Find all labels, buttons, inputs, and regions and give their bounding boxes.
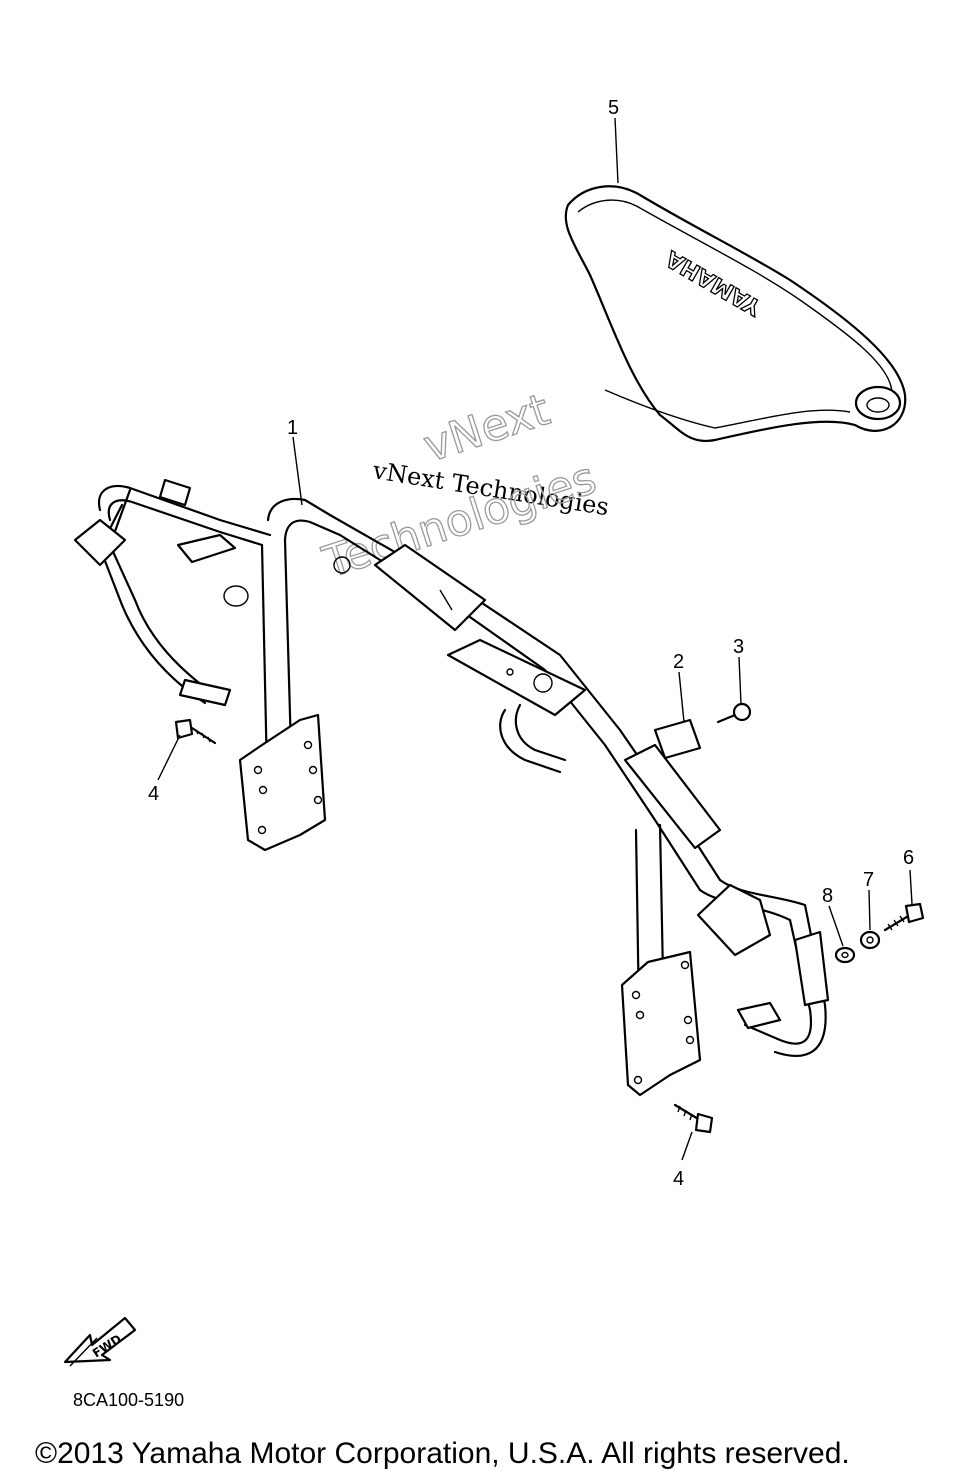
callout-6: 6 [903, 847, 914, 869]
callout-4-left: 4 [148, 783, 159, 805]
callout-2: 2 [673, 651, 684, 673]
watermark-outline-line1: vNext [418, 384, 556, 472]
diagram-code: 8CA100-5190 [73, 1390, 185, 1410]
handlebar-frame [73, 478, 830, 1097]
steering-pad: YAMAHA [564, 185, 907, 443]
copyright-notice: ©2013 Yamaha Motor Corporation, U.S.A. A… [35, 1437, 850, 1470]
callout-3: 3 [733, 636, 744, 658]
fwd-arrow-icon: FWD [63, 1316, 137, 1367]
leader-lines [157, 117, 913, 1161]
callout-5: 5 [608, 97, 619, 119]
part-3-screw [716, 702, 752, 724]
watermark: vNext Technologies vNext Technologies [316, 384, 611, 590]
callout-8: 8 [822, 885, 833, 907]
callout-4-right: 4 [673, 1168, 684, 1190]
part-2-block [653, 718, 702, 760]
part-4-bolt-right [673, 1103, 714, 1134]
part-8-washer [834, 946, 856, 964]
parts-diagram: YAMAHA vNext Technologies vNext Technolo… [63, 97, 925, 1367]
part-6-bolt [883, 902, 925, 932]
callout-1: 1 [287, 417, 298, 439]
part-7-lock-washer [859, 930, 881, 950]
callout-7: 7 [863, 869, 874, 891]
part-4-bolt-left [174, 718, 217, 745]
